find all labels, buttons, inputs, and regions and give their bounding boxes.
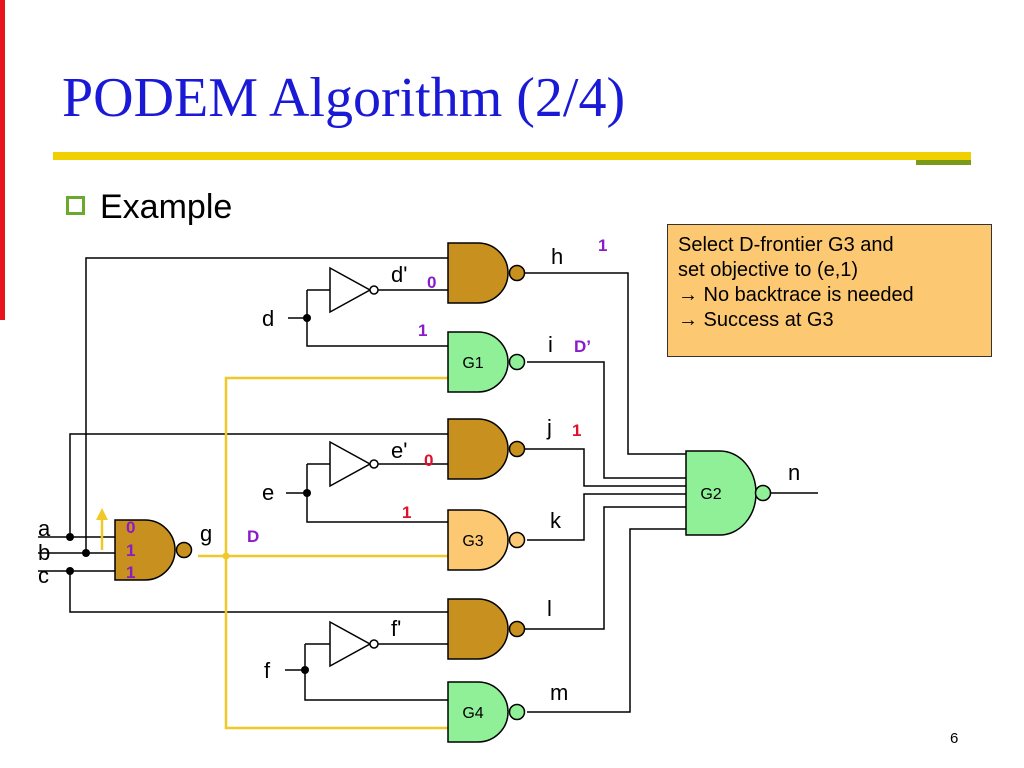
nand-gate-l xyxy=(447,598,526,660)
input-label-c: c xyxy=(38,563,49,588)
gate-label-g4: G4 xyxy=(462,705,483,722)
signal-label-h: h xyxy=(551,244,563,269)
value-g: D xyxy=(247,527,259,546)
inverter-f xyxy=(329,621,379,667)
wire-l xyxy=(525,506,686,630)
nand-gate-h xyxy=(447,242,526,304)
wire-a-to-j xyxy=(69,433,452,537)
wire-h xyxy=(525,272,686,455)
source-gate-g xyxy=(114,519,193,581)
value-i: D’ xyxy=(574,337,591,356)
signal-label-k: k xyxy=(550,508,562,533)
junction-dots xyxy=(66,314,311,674)
gate-g1 xyxy=(447,331,526,393)
wire-k xyxy=(527,493,686,541)
wire-d-split xyxy=(306,290,448,347)
gate-label-g1: G1 xyxy=(462,355,483,372)
left-accent-bar xyxy=(0,0,5,320)
inverter-label-d: d' xyxy=(391,262,407,287)
inverter-label-e: e' xyxy=(391,438,407,463)
wire-j xyxy=(525,448,686,487)
value-j: 1 xyxy=(572,421,581,440)
title-underline-accent xyxy=(916,160,971,165)
wire-m xyxy=(527,528,686,713)
inverter-label-f: f' xyxy=(391,616,401,641)
callout-line-4: → Success at G3 xyxy=(678,309,834,331)
inverter-d xyxy=(329,267,379,313)
up-arrow-icon xyxy=(96,508,108,550)
value-d-lower: 1 xyxy=(418,321,427,340)
signal-label-n: n xyxy=(788,460,800,485)
title-underline xyxy=(53,152,971,160)
input-label-a: a xyxy=(38,516,51,541)
nand-gate-j xyxy=(447,418,526,480)
value-h: 1 xyxy=(598,236,607,255)
input-label-f: f xyxy=(264,658,271,683)
input-label-b: b xyxy=(38,540,50,565)
wire-i xyxy=(527,361,686,479)
gate-g4 xyxy=(447,681,526,743)
value-e-prime: 0 xyxy=(424,451,433,470)
value-c: 1 xyxy=(126,563,135,582)
fault-junction-dot xyxy=(222,552,230,560)
gate-label-g3: G3 xyxy=(462,533,483,550)
wire-c-to-l xyxy=(69,571,452,613)
value-a: 0 xyxy=(126,518,135,537)
callout-line-3: → No backtrace is needed xyxy=(678,284,914,306)
callout-line-2: set objective to (e,1) xyxy=(678,259,859,281)
signal-label-l: l xyxy=(547,596,552,621)
inverter-e xyxy=(329,441,379,487)
signal-label-i: i xyxy=(548,332,553,357)
square-bullet-icon xyxy=(66,196,85,215)
value-e-lower: 1 xyxy=(402,503,411,522)
input-label-d: d xyxy=(262,306,274,331)
explanation-callout: Select D-frontier G3 and set objective t… xyxy=(667,224,992,357)
wire-e-split xyxy=(306,464,448,523)
callout-line-1: Select D-frontier G3 and xyxy=(678,234,894,256)
gate-g3 xyxy=(447,509,526,571)
signal-label-j: j xyxy=(546,415,552,440)
wires xyxy=(38,257,818,713)
value-d-prime: 0 xyxy=(427,273,436,292)
slide-title: PODEM Algorithm (2/4) xyxy=(62,67,626,129)
signal-label-m: m xyxy=(550,680,568,705)
signal-label-g: g xyxy=(200,521,212,546)
fault-path xyxy=(198,376,448,730)
gate-g2 xyxy=(685,450,772,536)
wire-b-to-h xyxy=(85,257,448,553)
value-b: 1 xyxy=(126,541,135,560)
input-label-e: e xyxy=(262,480,274,505)
wire-f-split xyxy=(304,644,448,701)
gate-label-g2: G2 xyxy=(700,486,721,503)
page-number: 6 xyxy=(950,730,959,747)
bullet-text: Example xyxy=(100,188,233,226)
